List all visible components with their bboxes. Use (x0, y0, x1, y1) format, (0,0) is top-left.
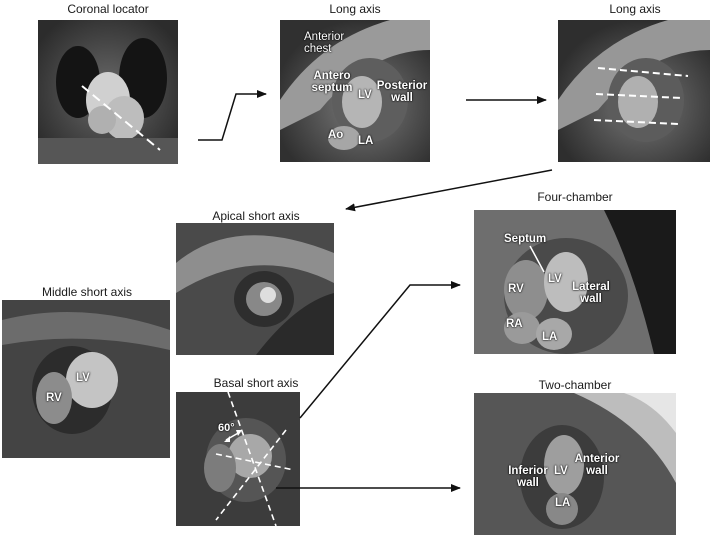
long-axis-title-1: Long axis (329, 2, 381, 16)
basal-short-axis-title: Basal short axis (213, 376, 299, 390)
middle-short-axis-title: Middle short axis (41, 285, 133, 299)
long1-la-label: LA (358, 135, 374, 147)
middle-lv-label: LV (76, 372, 90, 384)
two-la-label: LA (555, 497, 571, 509)
inferior-wall-label: Inferior wall (508, 465, 548, 489)
lateral-wall-label: Lateral wall (572, 281, 610, 305)
septum-label: Septum (504, 233, 547, 245)
two-lv-label: LV (554, 465, 568, 477)
four-chamber-title: Four-chamber (537, 190, 613, 204)
ra-label: RA (506, 318, 523, 330)
angle-label: 60° (218, 422, 235, 434)
antero-septum-label: Antero septum (311, 70, 353, 94)
middle-short-axis-image: LV RV (2, 300, 170, 458)
two-chamber-title: Two-chamber (538, 378, 612, 392)
ao-label: Ao (328, 129, 344, 141)
coronal-locator-image (38, 20, 178, 164)
four-rv-label: RV (508, 283, 524, 295)
anterior-wall-label: Anterior wall (574, 453, 620, 477)
middle-rv-label: RV (46, 392, 62, 404)
anterior-chest-label: Anterior chest (304, 31, 345, 55)
two-chamber-image: Inferior wall LV Anterior wall LA (474, 393, 676, 535)
posterior-wall-label: Posterior wall (376, 80, 428, 104)
apical-short-axis-title: Apical short axis (212, 209, 300, 223)
basal-short-axis-image: 60° (176, 392, 300, 526)
four-chamber-image: Septum RV LV Lateral wall RA LA (474, 210, 676, 354)
four-la-label: LA (542, 331, 558, 343)
long1-lv-label: LV (358, 89, 372, 101)
long-axis-image-1: Anterior chest Antero septum LV Posterio… (280, 20, 430, 162)
coronal-locator-title: Coronal locator (67, 2, 149, 16)
apical-short-axis-image (176, 223, 334, 355)
four-lv-label: LV (548, 273, 562, 285)
long-axis-image-2 (558, 20, 710, 162)
long-axis-title-2: Long axis (609, 2, 661, 16)
arrow-coronal-to-long-axis (198, 90, 267, 141)
